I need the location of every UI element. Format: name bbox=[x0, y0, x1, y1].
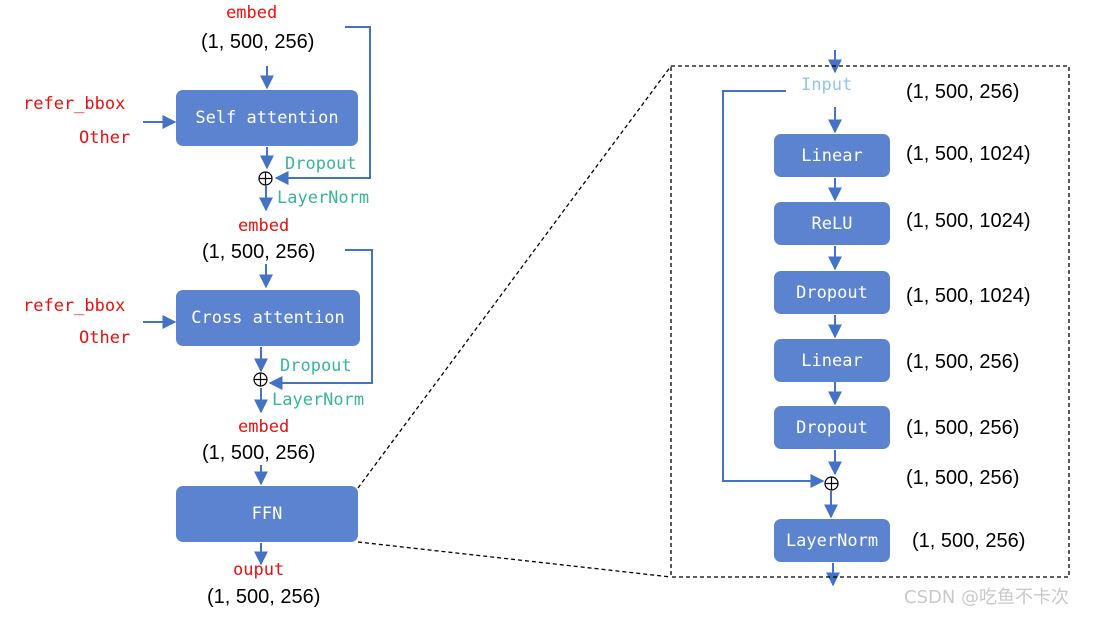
relu-shape: (1, 500, 1024) bbox=[906, 210, 1031, 232]
linear-1-block: Linear bbox=[774, 134, 890, 177]
residual-line-2 bbox=[268, 249, 373, 390]
callout-line-bottom bbox=[357, 541, 672, 578]
shape-label-1: (1, 500, 256) bbox=[201, 31, 315, 53]
dropout-2-shape: (1, 500, 256) bbox=[906, 417, 1020, 439]
embed-label-2: embed bbox=[238, 216, 290, 236]
other-label-2: Other bbox=[79, 328, 131, 348]
shape-label-3: (1, 500, 256) bbox=[202, 442, 316, 464]
dropout-1-block: Dropout bbox=[774, 271, 890, 314]
layernorm-label-2: LayerNorm bbox=[272, 390, 365, 410]
other-label-1: Other bbox=[79, 128, 131, 148]
callout-line-top bbox=[357, 65, 672, 489]
refer-bbox-label-1: refer_bbox bbox=[23, 94, 126, 114]
ffn-input-shape: (1, 500, 256) bbox=[906, 81, 1020, 103]
linear-1-shape: (1, 500, 1024) bbox=[906, 143, 1031, 165]
watermark: CSDN @吃鱼不卡次 bbox=[904, 587, 1070, 608]
embed-label-3: embed bbox=[238, 417, 290, 437]
add-node-icon bbox=[258, 171, 273, 186]
residual-line-ffn bbox=[722, 90, 825, 488]
dropout-label-1: Dropout bbox=[285, 154, 357, 174]
ffn-detail-frame bbox=[670, 65, 1070, 578]
cross-attention-block: Cross attention bbox=[176, 290, 360, 346]
layernorm-shape: (1, 500, 256) bbox=[912, 530, 1026, 552]
linear-2-block: Linear bbox=[774, 339, 890, 382]
add-node-icon bbox=[253, 372, 268, 387]
dropout-1-shape: (1, 500, 1024) bbox=[906, 285, 1031, 307]
dropout-label-2: Dropout bbox=[280, 356, 352, 376]
shape-label-output: (1, 500, 256) bbox=[207, 586, 321, 608]
residual-line-1 bbox=[274, 26, 371, 185]
layernorm-block: LayerNorm bbox=[774, 519, 890, 562]
add-node-icon bbox=[824, 476, 839, 491]
ffn-block: FFN bbox=[176, 486, 358, 542]
relu-block: ReLU bbox=[774, 202, 890, 245]
output-label: ouput bbox=[233, 560, 285, 580]
layernorm-label-1: LayerNorm bbox=[277, 188, 370, 208]
embed-label-1: embed bbox=[226, 3, 278, 23]
ffn-input-label: Input bbox=[801, 75, 853, 95]
refer-bbox-label-2: refer_bbox bbox=[23, 296, 126, 316]
self-attention-block: Self attention bbox=[176, 90, 358, 146]
linear-2-shape: (1, 500, 256) bbox=[906, 351, 1020, 373]
shape-label-2: (1, 500, 256) bbox=[202, 241, 316, 263]
dropout-2-block: Dropout bbox=[774, 406, 890, 449]
add-shape: (1, 500, 256) bbox=[906, 467, 1020, 489]
